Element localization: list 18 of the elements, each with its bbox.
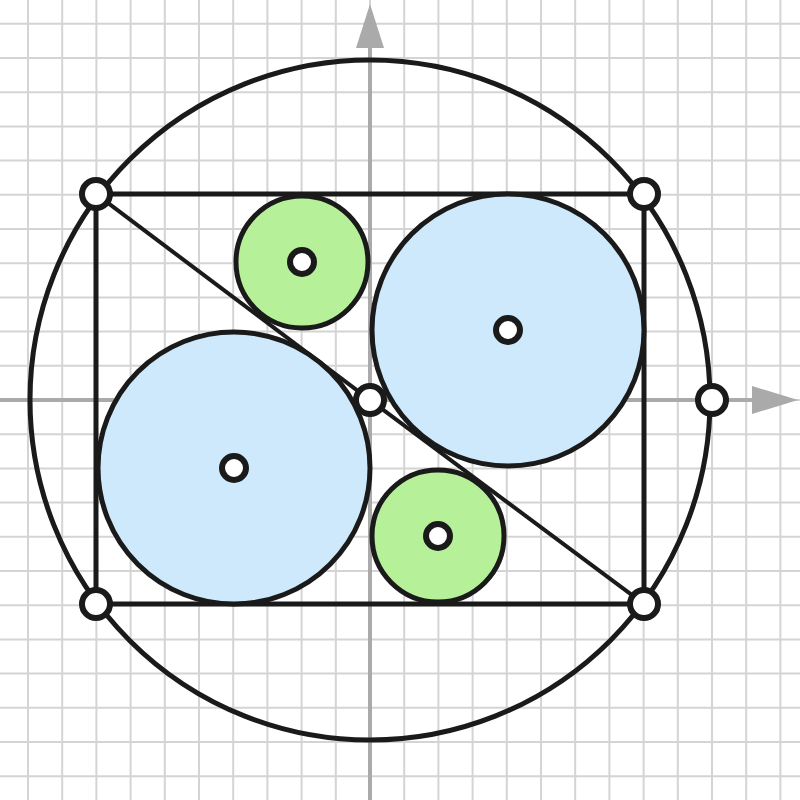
large-circle — [95, 329, 373, 607]
rectangle — [93, 191, 647, 607]
point — [423, 521, 453, 551]
point — [353, 383, 387, 417]
line-segment — [106, 200, 360, 394]
large-circle — [369, 191, 647, 469]
line-segment — [380, 406, 634, 598]
small-circle — [233, 193, 371, 331]
outer-circle — [27, 57, 713, 743]
point — [79, 177, 113, 211]
point — [695, 383, 729, 417]
point — [627, 177, 661, 211]
point — [627, 587, 661, 621]
point — [79, 587, 113, 621]
point — [493, 315, 523, 345]
point — [219, 453, 249, 483]
point — [287, 247, 317, 277]
small-circle — [369, 467, 507, 605]
